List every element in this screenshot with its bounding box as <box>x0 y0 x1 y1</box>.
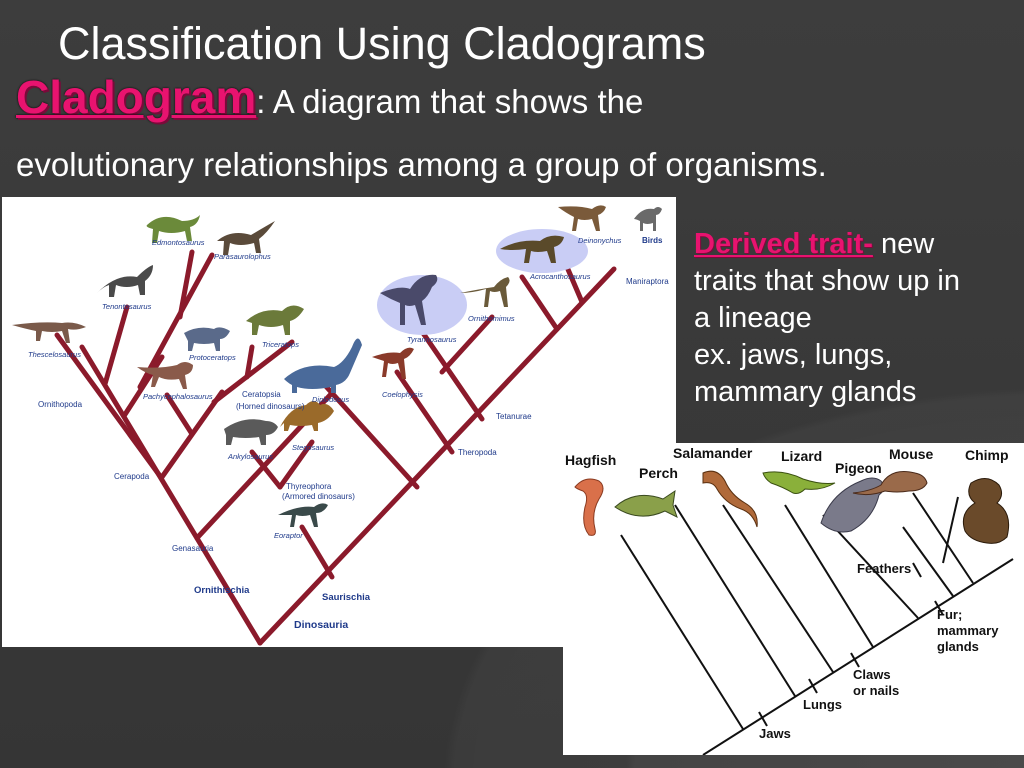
dino-silhouettes <box>12 205 662 527</box>
label-tetanurae: Tetanurae <box>496 412 532 421</box>
vertebrate-cladogram-panel: Hagfish Perch Salamander Lizard Pigeon M… <box>563 443 1024 756</box>
definition-text-1: : A diagram that shows the <box>256 83 644 120</box>
pachycephalosaurus-icon <box>137 362 193 389</box>
vertebrate-branches <box>620 492 1014 756</box>
salamander-icon <box>702 470 758 528</box>
label-ceratopsia: Ceratopsia <box>242 390 281 399</box>
label-or-nails: or nails <box>853 683 899 698</box>
label-genasauria: Genasauria <box>172 544 214 553</box>
dino-clade-labels: Birds Maniraptora Ornithopoda Ceratopsia… <box>38 236 669 631</box>
organism-icons <box>574 470 1010 544</box>
hagfish-icon <box>574 478 604 536</box>
dinosaur-cladogram-panel: Edmontosaurus Parasaurolophus Tenontosau… <box>2 197 676 647</box>
vertebrate-cladogram: Hagfish Perch Salamander Lizard Pigeon M… <box>565 445 1014 756</box>
label-pigeon: Pigeon <box>835 460 882 476</box>
label-chimp: Chimp <box>965 447 1009 463</box>
triceratops-icon <box>246 305 304 335</box>
definition-line-2: evolutionary relationships among a group… <box>16 146 827 183</box>
label-deinonychus: Deinonychus <box>578 236 622 245</box>
label-ankylosaurus: Ankylosaurus <box>227 452 273 461</box>
dino-taxon-labels: Edmontosaurus Parasaurolophus Tenontosau… <box>28 236 622 540</box>
thescelosaurus-icon <box>12 322 86 343</box>
label-coelophysis: Coelophysis <box>382 390 423 399</box>
eoraptor-icon <box>278 503 328 527</box>
label-thescelosaurus: Thescelosaurus <box>28 350 81 359</box>
label-triceratops: Triceratops <box>262 340 299 349</box>
label-theropoda: Theropoda <box>458 448 497 457</box>
label-parasaurolophus: Parasaurolophus <box>214 252 271 261</box>
term-derived-trait: Derived trait- <box>694 228 873 260</box>
derived-trait-text-5: mammary glands <box>694 376 917 408</box>
derived-trait-text-4: ex. jaws, lungs, <box>694 339 893 371</box>
label-cerapoda: Cerapoda <box>114 472 150 481</box>
label-salamander: Salamander <box>673 445 753 461</box>
mouse-icon <box>852 471 928 496</box>
trait-labels: Jaws Lungs Claws or nails Feathers Fur; … <box>759 561 999 741</box>
label-mouse: Mouse <box>889 446 934 462</box>
label-ornithopoda: Ornithopoda <box>38 400 83 409</box>
coelophysis-icon <box>372 347 414 379</box>
label-eoraptor: Eoraptor <box>274 531 303 540</box>
bird-icon <box>634 207 662 231</box>
trait-ticks <box>758 562 944 727</box>
definition-line-1: Cladogram: A diagram that shows the <box>16 70 643 124</box>
label-horned-dinosaurs: (Horned dinosaurs) <box>236 402 305 411</box>
derived-trait-text-2: traits that show up in <box>694 265 960 297</box>
label-lungs: Lungs <box>803 697 842 712</box>
edmontosaurus-icon <box>146 215 200 243</box>
perch-icon <box>614 489 678 518</box>
acrocanthosaurus-icon <box>500 235 564 263</box>
protoceratops-icon <box>184 327 230 351</box>
label-tenontosaurus: Tenontosaurus <box>102 302 152 311</box>
label-ornithischia: Ornithischia <box>194 585 250 596</box>
label-saurischia: Saurischia <box>322 592 371 603</box>
tenontosaurus-icon <box>97 265 153 297</box>
slide-title: Classification Using Cladograms <box>58 18 706 69</box>
pigeon-icon <box>820 477 885 533</box>
dinosaur-cladogram: Edmontosaurus Parasaurolophus Tenontosau… <box>12 205 669 646</box>
label-thyreophora: Thyreophora <box>286 482 332 491</box>
label-glands: glands <box>937 639 979 654</box>
label-dinosauria: Dinosauria <box>294 619 348 631</box>
label-fur: Fur; <box>937 607 962 622</box>
label-perch: Perch <box>639 465 678 481</box>
label-ornithomimus: Ornithomimus <box>468 314 515 323</box>
label-lizard: Lizard <box>781 448 822 464</box>
label-edmontosaurus: Edmontosaurus <box>152 238 205 247</box>
ankylosaurus-icon <box>224 419 278 445</box>
stegosaurus-icon <box>280 401 334 431</box>
ornithomimus-icon <box>460 277 510 307</box>
label-stegosaurus: Stegosaurus <box>292 443 334 452</box>
label-claws: Claws <box>853 667 891 682</box>
organism-labels: Hagfish Perch Salamander Lizard Pigeon M… <box>565 445 1009 481</box>
deinonychus-icon <box>558 205 606 231</box>
label-hagfish: Hagfish <box>565 452 616 468</box>
label-diplodocus: Diplodocus <box>312 395 349 404</box>
chimp-icon <box>962 478 1010 544</box>
label-protoceratops: Protoceratops <box>189 353 236 362</box>
derived-trait-text-1: new <box>872 228 935 260</box>
derived-trait-definition: Derived trait- new traits that show up i… <box>694 226 1024 411</box>
label-pachycephalosaurus: Pachycephalosaurus <box>143 392 213 401</box>
label-feathers: Feathers <box>857 561 911 576</box>
label-armored-dinosaurs: (Armored dinosaurs) <box>282 492 355 501</box>
dino-branches <box>54 249 617 646</box>
label-acrocanthosaurus: Acrocanthosaurus <box>529 272 591 281</box>
lizard-icon <box>762 471 836 494</box>
label-jaws: Jaws <box>759 726 791 741</box>
term-cladogram: Cladogram <box>16 71 257 123</box>
label-maniraptora: Maniraptora <box>626 277 669 286</box>
label-tyrannosaurus: Tyrannosaurus <box>407 335 457 344</box>
tyrannosaurus-icon <box>380 274 438 325</box>
label-birds: Birds <box>642 236 663 245</box>
parasaurolophus-icon <box>217 221 275 255</box>
label-mammary: mammary <box>937 623 999 638</box>
derived-trait-text-3: a lineage <box>694 302 812 334</box>
diplodocus-icon <box>284 338 362 393</box>
